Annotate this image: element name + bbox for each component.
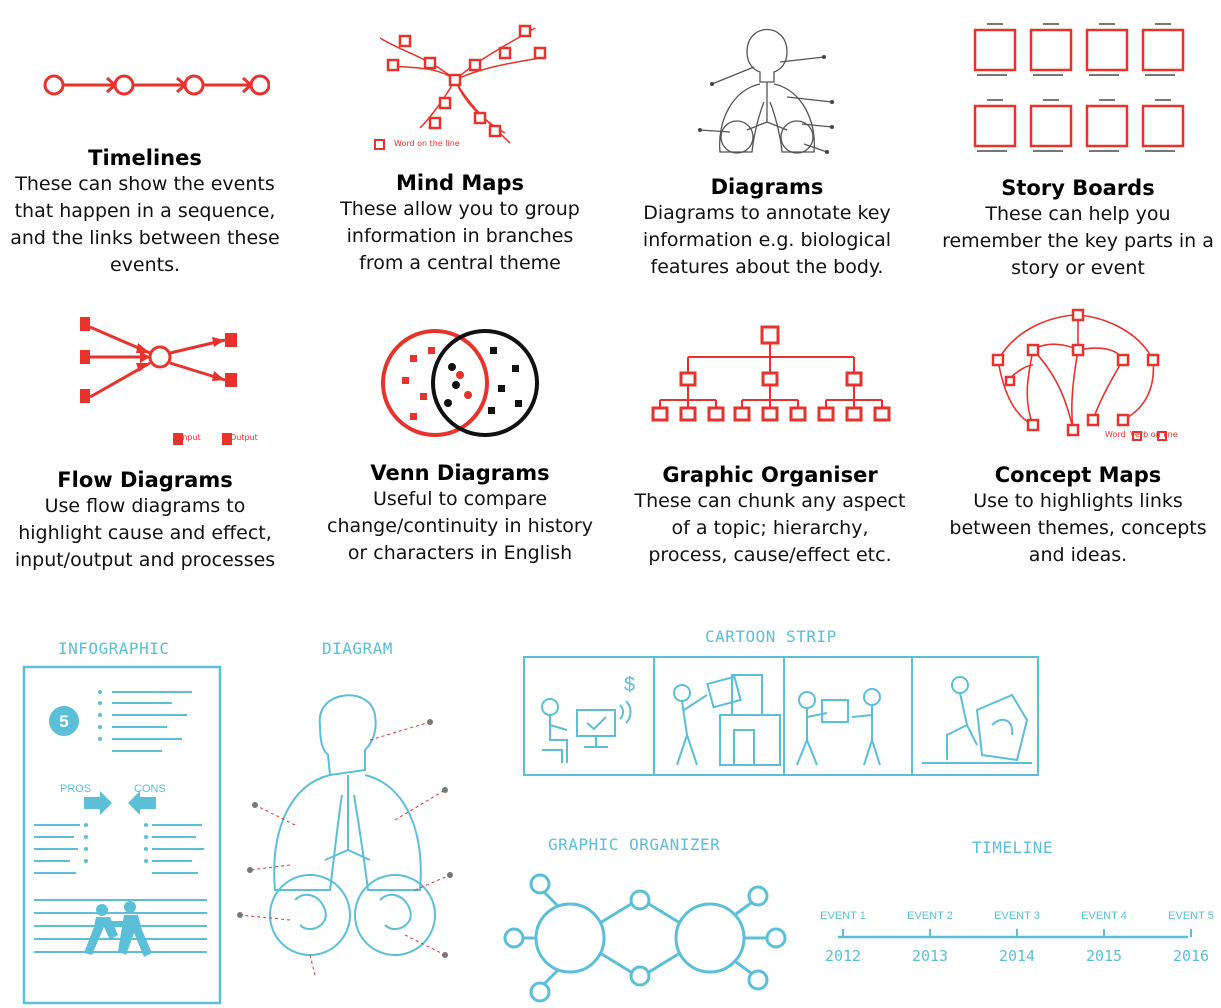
cartoon-strip-heading: CARTOON STRIP: [705, 627, 837, 646]
flow-legend-input: Input: [180, 433, 201, 442]
timeline-event-label: EVENT 3: [994, 910, 1040, 922]
storyboard-icon: [973, 23, 1185, 152]
card-concept-maps: Word Verb on line Concept Maps Use to hi…: [935, 305, 1221, 569]
card-flow-diagrams: Input Output Flow Diagrams Use flow diag…: [0, 305, 290, 574]
dollar-sign: $: [624, 674, 635, 696]
card-description: Useful to compare change/continuity in h…: [327, 488, 593, 564]
infographic-number: 5: [59, 712, 68, 731]
card-description: These can chunk any aspect of a topic; h…: [634, 490, 906, 566]
concept-map-icon: [991, 308, 1167, 441]
timeline-heading: TIMELINE: [972, 838, 1054, 857]
timeline-event-year: 2014: [999, 947, 1035, 965]
graphic-organizer-illustration: [503, 873, 787, 1003]
card-graphic-organiser: Graphic Organiser These can chunk any as…: [620, 315, 920, 569]
card-timelines: Timelines These can show the events that…: [0, 40, 290, 279]
timeline-icon: [43, 74, 270, 96]
cons-label: CONS: [134, 783, 166, 795]
venn-diagram-icon: [381, 329, 539, 437]
concept-legend-word: Word: [1105, 430, 1126, 439]
timeline-event-label: EVENT 1: [820, 910, 866, 922]
timeline-illustration: EVENT 1 2012 EVENT 2 2013 EVENT 3 2014 EVENT 4…: [820, 910, 1214, 965]
concept-legend-verb: Verb on line: [1130, 430, 1178, 439]
card-description: Diagrams to annotate key information e.g…: [642, 202, 892, 278]
card-title: Venn Diagrams: [370, 461, 550, 485]
card-title: Concept Maps: [994, 463, 1162, 487]
timeline-event-year: 2012: [825, 947, 861, 965]
timeline-event-year: 2015: [1086, 947, 1122, 965]
card-title: Graphic Organiser: [662, 463, 878, 487]
card-description: Use flow diagrams to highlight cause and…: [14, 495, 276, 571]
card-title: Timelines: [88, 146, 202, 170]
card-story-boards: Story Boards These can help you remember…: [935, 18, 1221, 282]
card-description: These can help you remember the key part…: [942, 203, 1214, 279]
lungs-diagram-icon: [698, 28, 834, 154]
pros-label: PROS: [60, 783, 91, 795]
mind-map-icon: [374, 24, 547, 150]
card-title: Diagrams: [710, 175, 824, 199]
infographic-illustration: 5 PROS CONS: [22, 665, 222, 1005]
timeline-event-label: EVENT 5: [1168, 910, 1214, 922]
graphic-organizer-heading: GRAPHIC ORGANIZER: [548, 835, 721, 854]
card-title: Mind Maps: [396, 171, 524, 195]
timeline-event-label: EVENT 4: [1081, 910, 1127, 922]
card-title: Flow Diagrams: [57, 468, 233, 492]
infographic-heading: INFOGRAPHIC: [58, 639, 170, 658]
flow-legend-output: Output: [230, 433, 258, 442]
mind-map-legend: Word on the line: [394, 139, 460, 148]
card-description: These can show the events that happen in…: [10, 173, 280, 276]
timeline-event-year: 2016: [1173, 947, 1209, 965]
card-diagrams: Diagrams Diagrams to annotate key inform…: [622, 12, 912, 281]
cartoon-strip-illustration: $: [523, 656, 1039, 776]
card-mind-maps: Word on the line Mind Maps These allow y…: [310, 18, 610, 277]
flow-diagram-icon: [80, 317, 237, 445]
timeline-event-year: 2013: [912, 947, 948, 965]
card-title: Story Boards: [1001, 176, 1155, 200]
card-venn-diagrams: Venn Diagrams Useful to compare change/c…: [310, 315, 610, 567]
hierarchy-organiser-icon: [651, 325, 891, 422]
card-description: These allow you to group information in …: [340, 198, 580, 274]
diagram-heading: DIAGRAM: [322, 639, 393, 658]
timeline-event-label: EVENT 2: [907, 910, 953, 922]
lungs-illustration: [237, 694, 453, 976]
card-description: Use to highlights links between themes, …: [949, 490, 1207, 566]
